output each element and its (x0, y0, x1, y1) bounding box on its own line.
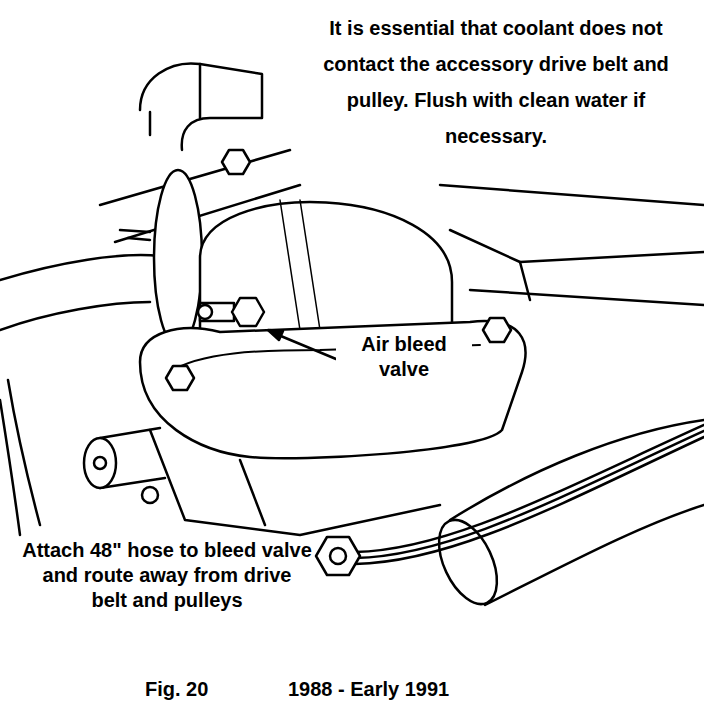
part-label: Air bleed valve (336, 332, 472, 382)
year-range: 1988 - Early 1991 (288, 676, 518, 702)
housing-flange (140, 321, 525, 458)
housing-body (150, 430, 440, 535)
gasket-ring (154, 170, 202, 346)
bolt-head (166, 366, 194, 390)
year-range-slot: 1988 - Early 1991 (288, 676, 518, 702)
housing-dome (200, 202, 452, 338)
outlet-pipe (84, 428, 165, 503)
warning-note: It is essential that coolant does not co… (296, 10, 696, 154)
sensor-nut (316, 537, 360, 575)
sensor-nut-center (330, 548, 346, 564)
clip (120, 230, 150, 240)
warning-note-slot: It is essential that coolant does not co… (296, 10, 696, 154)
upper-bracket (140, 63, 262, 174)
sensor-wires (355, 425, 704, 564)
background-engine-lines (0, 150, 704, 535)
part-label-slot: Air bleed valve (336, 332, 472, 382)
air-bleed-valve (198, 298, 264, 326)
instruction-note-slot: Attach 48" hose to bleed valve and route… (22, 538, 312, 613)
figure-caption: Fig. 20 (145, 676, 265, 702)
dome-shading (280, 200, 320, 330)
leader-arrow (268, 330, 336, 359)
bolt-head (483, 318, 511, 342)
instruction-note: Attach 48" hose to bleed valve and route… (22, 538, 312, 613)
figure-caption-slot: Fig. 20 (145, 676, 265, 702)
bolt-head (222, 150, 250, 174)
